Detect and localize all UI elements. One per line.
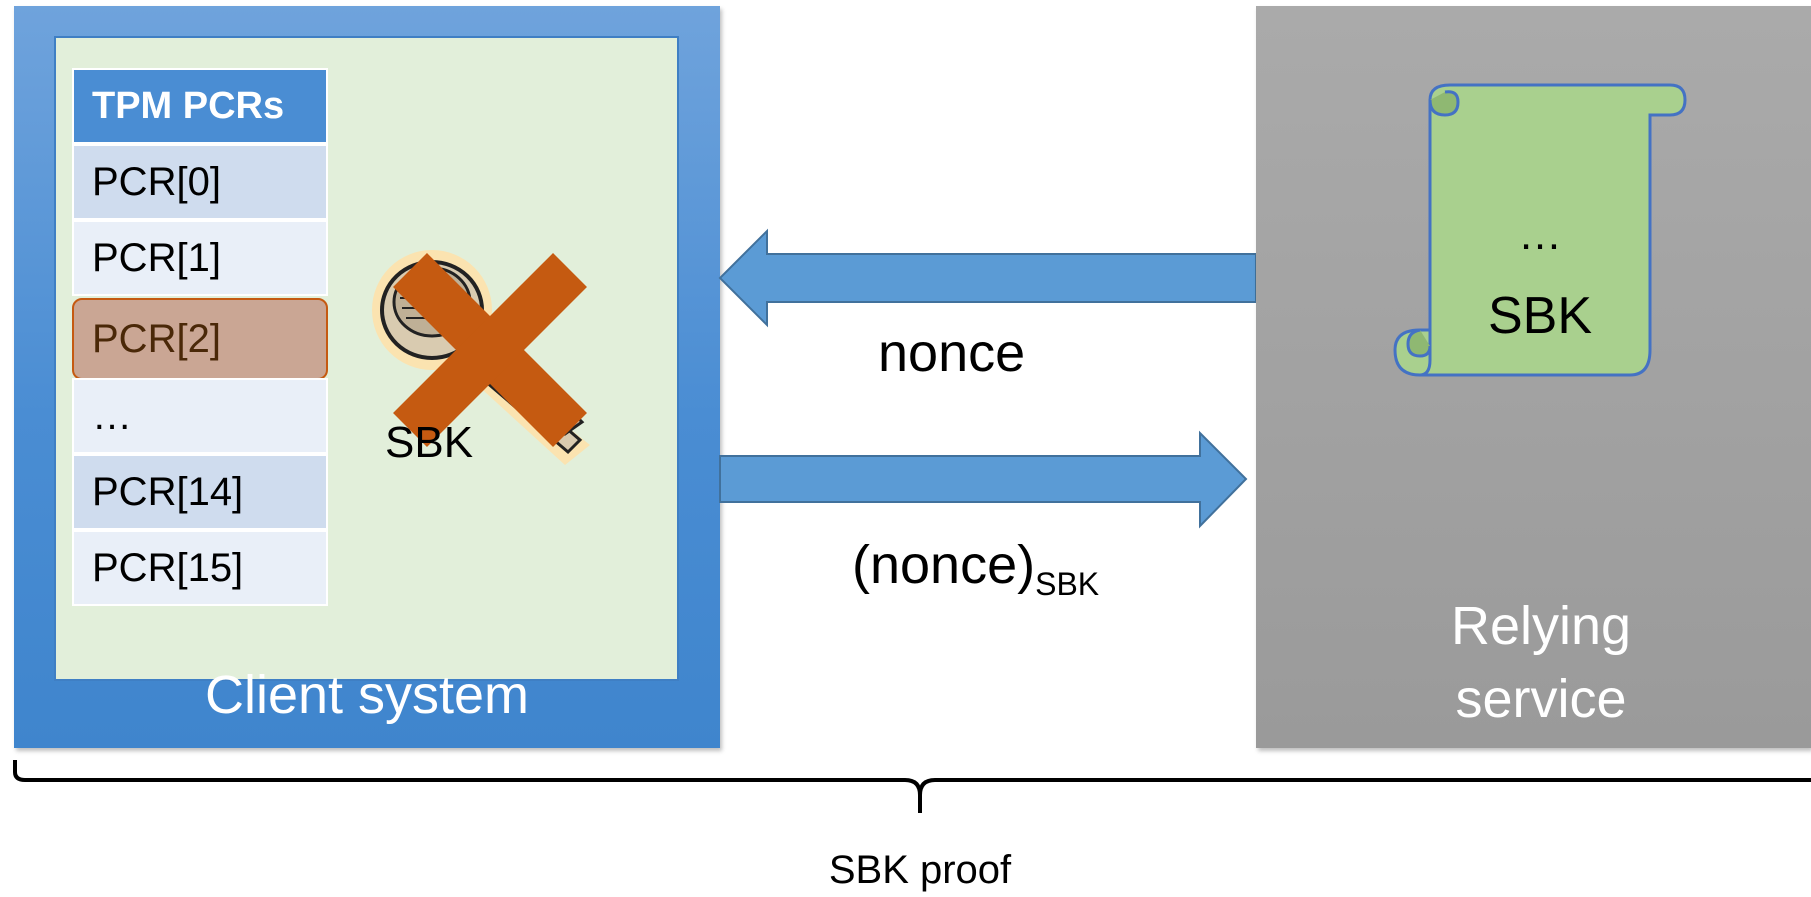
- signed-nonce-subscript: SBK: [1035, 565, 1100, 602]
- relying-service-label-line2: service: [1455, 669, 1627, 729]
- pcr-row: PCR[15]: [72, 530, 328, 606]
- pcr-row: PCR[14]: [72, 454, 328, 530]
- nonce-label: nonce: [878, 323, 1026, 383]
- scroll-ellipsis: …: [1518, 210, 1562, 259]
- pcr-table-header: TPM PCRs: [72, 68, 328, 144]
- nonce-arrow: [718, 228, 1257, 328]
- pcr-row: PCR[1]: [72, 220, 328, 296]
- proof-brace: [13, 760, 1811, 813]
- relying-service-label: Relying service: [1256, 590, 1811, 736]
- relying-service-label-line1: Relying: [1450, 596, 1632, 656]
- signed-nonce-label: (nonce)SBK: [852, 534, 1099, 603]
- signed-nonce-arrow: [719, 430, 1248, 529]
- key-label: SBK: [385, 418, 474, 467]
- pcr-row: …: [72, 378, 328, 454]
- sbk-proof-label: SBK proof: [828, 848, 1012, 892]
- pcr-row: PCR[0]: [72, 144, 328, 220]
- client-system-label: Client system: [204, 665, 530, 725]
- pcr-row-highlighted: PCR[2]: [72, 298, 328, 380]
- signed-nonce-text: (nonce): [852, 535, 1036, 595]
- cross-out-x: [393, 253, 587, 447]
- scroll-icon: [1393, 83, 1687, 377]
- scroll-sbk-label: SBK: [1487, 287, 1593, 345]
- key-icon: [372, 250, 590, 465]
